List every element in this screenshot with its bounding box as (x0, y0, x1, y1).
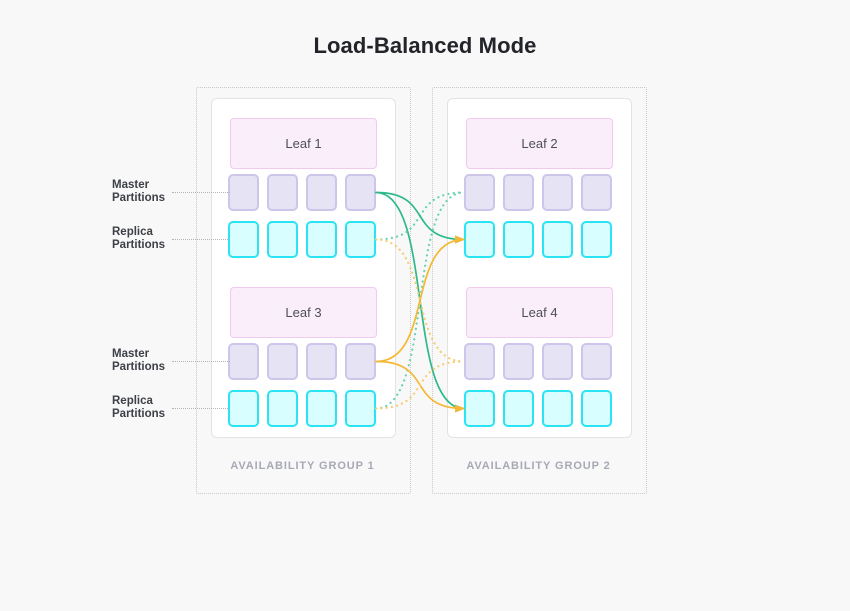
leaf1-master-partition-4[interactable] (345, 174, 376, 211)
leader-line-replica-top (172, 239, 230, 240)
leaf2-replica-partition-2[interactable] (503, 221, 534, 258)
leaf1-master-partition-1[interactable] (228, 174, 259, 211)
availability-group-1-label: AVAILABILITY GROUP 1 (230, 460, 375, 472)
leaf-3-box[interactable]: Leaf 3 (230, 287, 377, 338)
leaf3-master-partition-1[interactable] (228, 343, 259, 380)
master-partitions-label-bottom-line2: Partitions (112, 361, 166, 373)
replica-partitions-label-top-line2: Partitions (112, 239, 166, 251)
leader-line-replica-bottom (172, 408, 230, 409)
leaf1-replica-partition-2[interactable] (267, 221, 298, 258)
leaf3-replica-partition-2[interactable] (267, 390, 298, 427)
leaf2-replica-partition-4[interactable] (581, 221, 612, 258)
leaf2-replica-partition-1[interactable] (464, 221, 495, 258)
leaf1-replica-partition-3[interactable] (306, 221, 337, 258)
leaf3-master-partition-4[interactable] (345, 343, 376, 380)
master-partitions-label-top-line2: Partitions (112, 192, 166, 204)
master-partitions-label-bottom-line1: Master (112, 348, 150, 360)
replica-partitions-label-bottom-line2: Partitions (112, 408, 166, 420)
leaf1-replica-partition-4[interactable] (345, 221, 376, 258)
leaf-4-label: Leaf 4 (521, 305, 558, 320)
leaf2-master-partition-1[interactable] (464, 174, 495, 211)
master-partitions-label-bottom: Master Partitions (112, 348, 192, 374)
leaf3-master-partition-2[interactable] (267, 343, 298, 380)
leaf1-replica-partition-1[interactable] (228, 221, 259, 258)
leaf2-master-partition-3[interactable] (542, 174, 573, 211)
replica-partitions-label-bottom-line1: Replica (112, 395, 153, 407)
replica-partitions-label-top: Replica Partitions (112, 226, 192, 252)
leaf-3-label: Leaf 3 (285, 305, 322, 320)
leaf4-master-partition-2[interactable] (503, 343, 534, 380)
leaf4-replica-partition-4[interactable] (581, 390, 612, 427)
leaf1-master-partition-2[interactable] (267, 174, 298, 211)
leaf4-replica-partition-3[interactable] (542, 390, 573, 427)
leaf-1-label: Leaf 1 (285, 136, 322, 151)
leaf-1-box[interactable]: Leaf 1 (230, 118, 377, 169)
leaf4-master-partition-3[interactable] (542, 343, 573, 380)
replica-partitions-label-top-line1: Replica (112, 226, 153, 238)
leaf3-replica-partition-4[interactable] (345, 390, 376, 427)
leaf1-master-partition-3[interactable] (306, 174, 337, 211)
leaf-2-label: Leaf 2 (521, 136, 558, 151)
master-partitions-label-top: Master Partitions (112, 179, 192, 205)
leaf4-master-partition-1[interactable] (464, 343, 495, 380)
leaf4-replica-partition-1[interactable] (464, 390, 495, 427)
leaf4-replica-partition-2[interactable] (503, 390, 534, 427)
leaf3-master-partition-3[interactable] (306, 343, 337, 380)
leaf2-replica-partition-3[interactable] (542, 221, 573, 258)
leaf4-master-partition-4[interactable] (581, 343, 612, 380)
leaf3-replica-partition-3[interactable] (306, 390, 337, 427)
leaf-4-box[interactable]: Leaf 4 (466, 287, 613, 338)
leader-line-master-top (172, 192, 230, 193)
availability-group-2-label: AVAILABILITY GROUP 2 (466, 460, 611, 472)
leader-line-master-bottom (172, 361, 230, 362)
leaf2-master-partition-4[interactable] (581, 174, 612, 211)
replica-partitions-label-bottom: Replica Partitions (112, 395, 192, 421)
leaf-2-box[interactable]: Leaf 2 (466, 118, 613, 169)
leaf3-replica-partition-1[interactable] (228, 390, 259, 427)
page-title: Load-Balanced Mode (313, 33, 537, 58)
master-partitions-label-top-line1: Master (112, 179, 150, 191)
leaf2-master-partition-2[interactable] (503, 174, 534, 211)
